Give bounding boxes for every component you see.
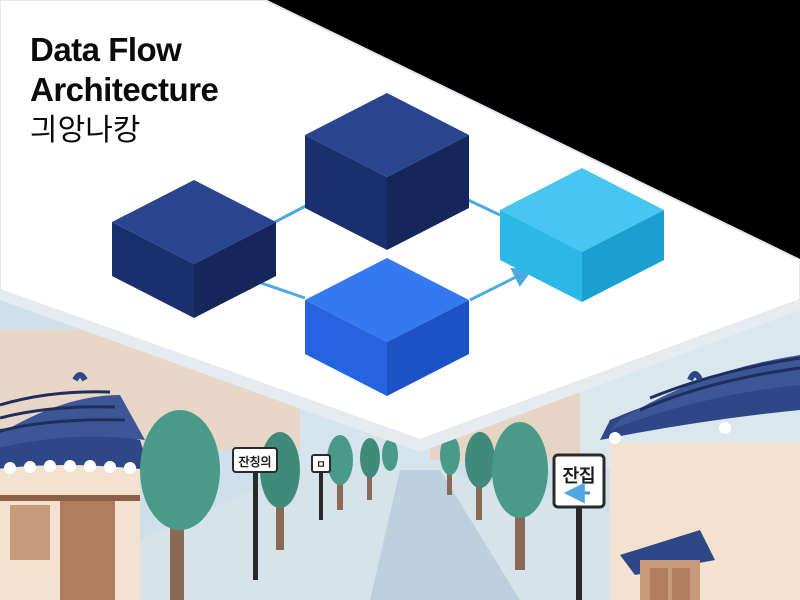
title-korean: 긔앙나캉: [30, 113, 141, 148]
tree-left-large: [140, 410, 220, 600]
block-bottom-blue: [305, 258, 469, 396]
left-sign-text: 잔칭의: [238, 454, 271, 469]
title-line-2: Architecture: [30, 71, 219, 108]
arrow-bottom-to-right: [469, 268, 534, 302]
title-line-1: Data Flow: [30, 31, 182, 68]
small-sign-text: ㅁ: [316, 460, 325, 471]
tree-right-row: [440, 422, 548, 570]
block-left-navy: [112, 180, 276, 318]
right-sign-text: 잔집: [562, 466, 595, 487]
block-right-cyan: [500, 168, 664, 302]
tree-left-small: [327, 435, 398, 510]
left-hanok-building: [0, 372, 150, 600]
block-top-navy: [305, 93, 469, 250]
street-sign-small: ㅁ: [311, 454, 331, 520]
right-hanok-building: [600, 355, 800, 600]
street-road: [370, 470, 520, 600]
title-block: Data Flow Architecture 긔앙나캉: [30, 30, 219, 150]
right-roof: [600, 380, 800, 440]
street-sign-right: 잔집: [552, 453, 606, 600]
street-sign-left: 잔칭의: [232, 447, 278, 580]
